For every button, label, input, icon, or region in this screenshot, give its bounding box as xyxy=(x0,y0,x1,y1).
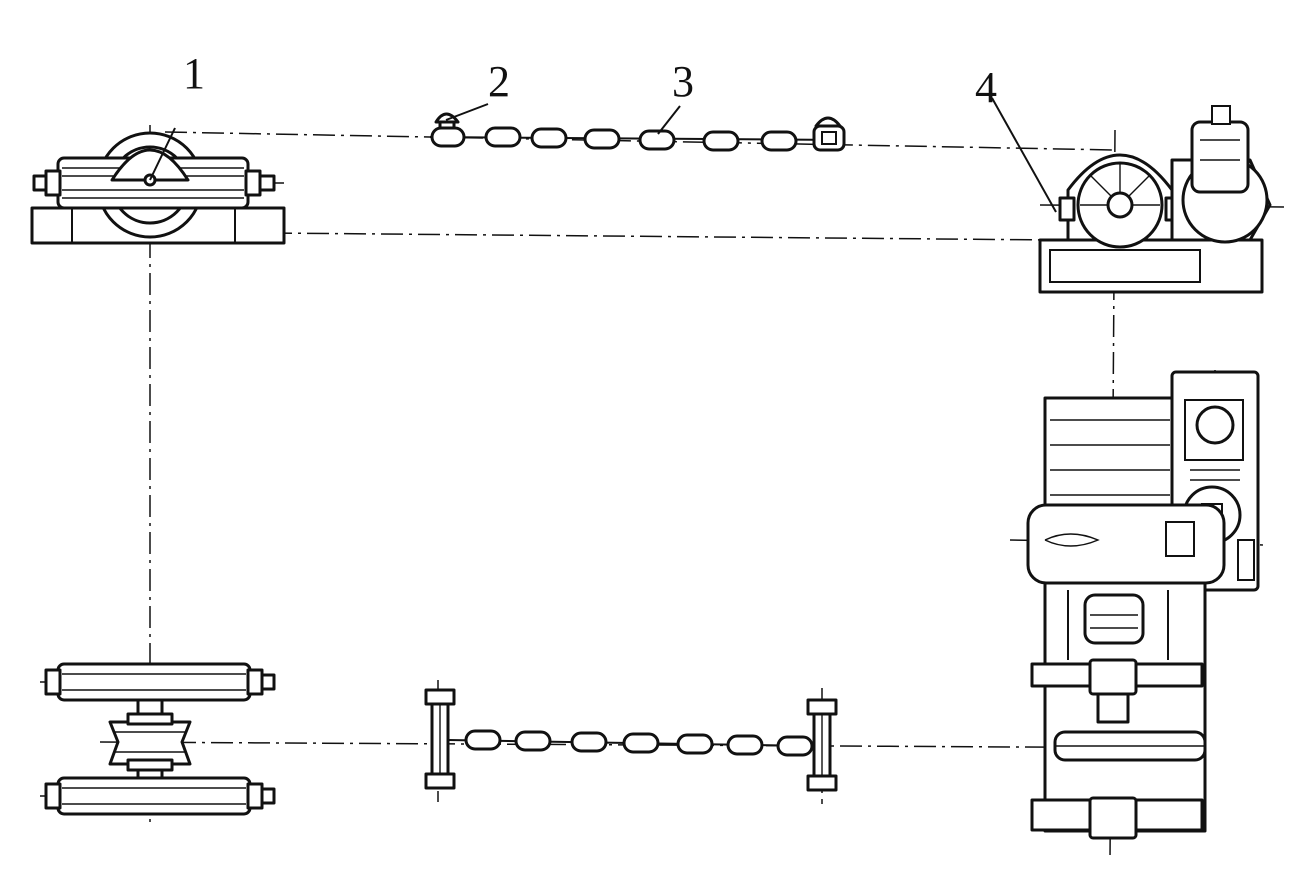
callout-3-chain: 3 xyxy=(672,57,694,106)
tail-wheel-plan-view xyxy=(44,662,276,816)
callout-4-head-drive: 4 xyxy=(975,63,997,112)
head-drive-plan-view xyxy=(1026,370,1260,840)
head-drive-unit xyxy=(991,97,1272,294)
chain-plan-view xyxy=(424,688,838,792)
tail-wheel-assembly xyxy=(30,127,286,245)
chain-side-view xyxy=(429,103,846,152)
callout-2-scraper: 2 xyxy=(488,57,510,106)
callout-1-tail-wheel: 1 xyxy=(183,49,205,98)
